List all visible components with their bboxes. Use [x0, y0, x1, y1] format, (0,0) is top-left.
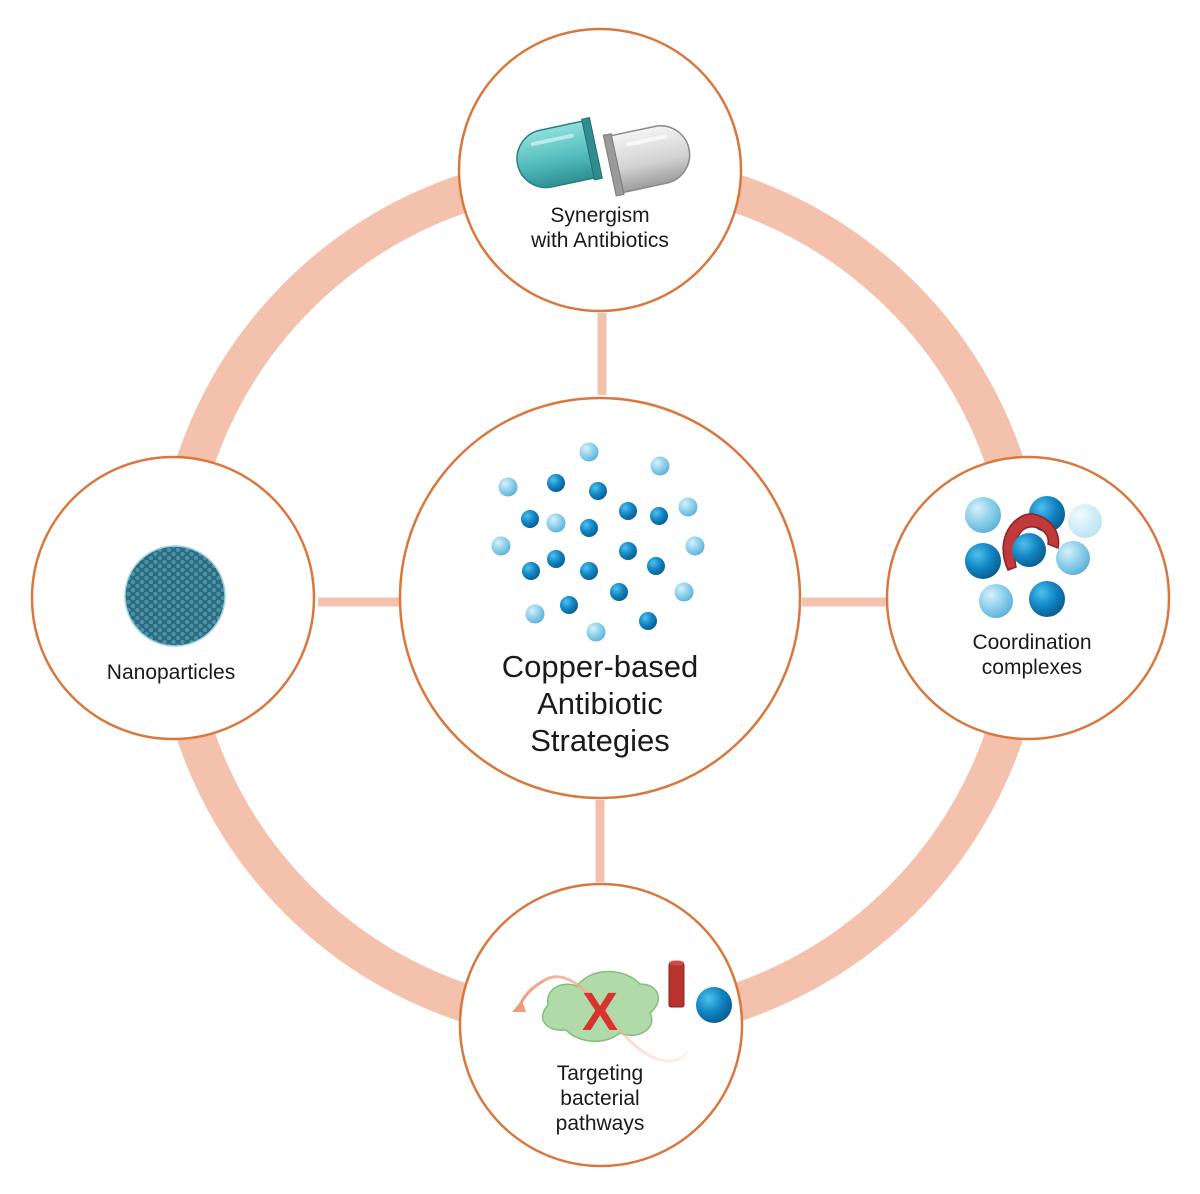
- copper-ion: [678, 497, 698, 517]
- copper-ion: [522, 562, 540, 580]
- copper-ion: [546, 513, 566, 533]
- block-mark-icon: X: [582, 982, 618, 1042]
- right-node-label: Coordination complexes: [912, 631, 1152, 681]
- connector-spokes: [318, 313, 886, 882]
- center-title-line: Copper-based: [501, 649, 699, 684]
- copper-ion: [610, 583, 628, 601]
- coordination-complex-icon: [965, 496, 1102, 618]
- top-node-label-line: with Antibiotics: [531, 228, 669, 252]
- copper-ions-cluster-icon: [491, 442, 705, 642]
- bottom-node-label: Targeting bacterial pathways: [480, 1062, 720, 1136]
- copper-ion: [579, 442, 599, 462]
- bottom-node-label-line: pathways: [555, 1111, 645, 1135]
- copper-ion: [650, 456, 670, 476]
- copper-ion: [619, 502, 637, 520]
- copper-ion: [521, 510, 539, 528]
- center-title-line: Antibiotic: [537, 686, 663, 722]
- top-node-label: Synergism with Antibiotics: [480, 204, 720, 254]
- copper-ion: [589, 482, 607, 500]
- antibiotic-capsule-icon: [516, 117, 691, 197]
- copper-ion: [650, 507, 668, 525]
- nanoparticle-icon: [124, 545, 226, 647]
- copper-ion: [580, 562, 598, 580]
- copper-ion: [647, 557, 665, 575]
- copper-ion: [560, 596, 578, 614]
- bottom-node-label-line: Targeting: [556, 1062, 644, 1085]
- center-title: Copper-based Antibiotic Strategies: [443, 648, 757, 760]
- copper-ion: [586, 622, 606, 642]
- copper-ion: [685, 536, 705, 556]
- right-node-label-line: Coordination: [972, 631, 1092, 654]
- copper-ion: [547, 550, 565, 568]
- bottom-node-label-line: bacterial: [560, 1086, 640, 1110]
- copper-ion: [619, 542, 637, 560]
- copper-ion: [491, 536, 511, 556]
- copper-ion: [580, 519, 598, 537]
- center-title-line: Strategies: [530, 723, 670, 759]
- copper-ion: [639, 612, 657, 630]
- copper-ion: [674, 582, 694, 602]
- copper-ion: [547, 474, 565, 492]
- top-node-label-line: Synergism: [550, 204, 650, 227]
- copper-ion: [498, 477, 518, 497]
- left-node-label-line: Nanoparticles: [106, 661, 236, 684]
- blocked-pathway-icon: X: [512, 960, 732, 1063]
- right-node-label-line: complexes: [981, 655, 1083, 679]
- left-node-label: Nanoparticles: [50, 661, 292, 686]
- center-circle: [398, 396, 802, 800]
- node-circle-right: [885, 455, 1171, 741]
- copper-ion: [525, 604, 545, 624]
